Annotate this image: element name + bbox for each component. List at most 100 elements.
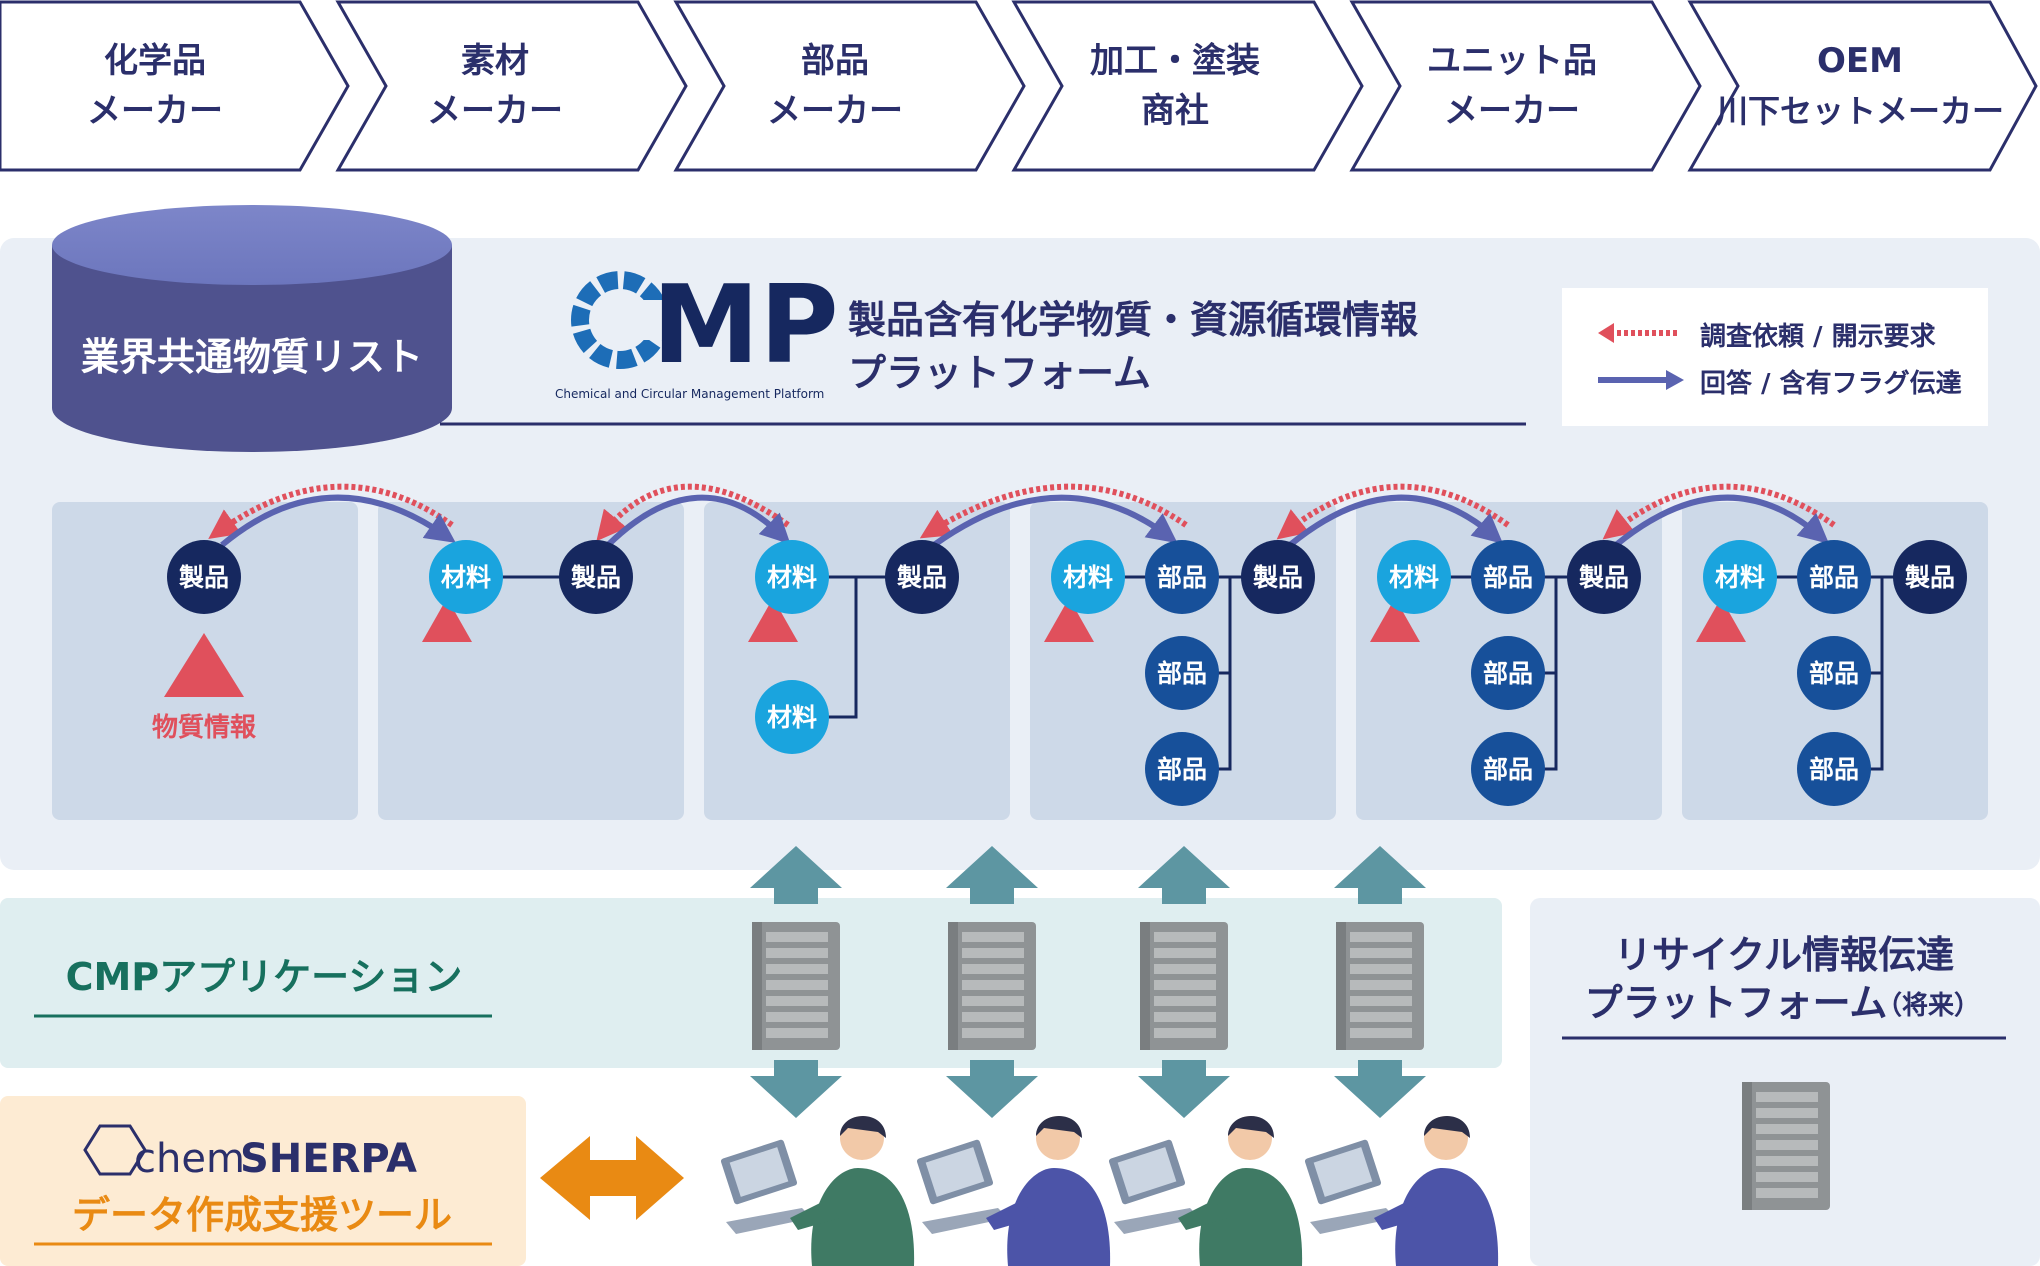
node-part: 部品 bbox=[1797, 636, 1871, 710]
request-arc bbox=[1602, 483, 1836, 540]
chevron-label-1: 素材 bbox=[461, 41, 529, 81]
substance-info-label: 物質情報 bbox=[152, 713, 257, 743]
recycle-future-note: （将来） bbox=[1876, 991, 1980, 1021]
node-label: 製品 bbox=[1252, 563, 1303, 592]
up-arrow-icon bbox=[750, 846, 842, 904]
flow-arcs bbox=[208, 483, 1836, 548]
substance-triangle-icon bbox=[1370, 598, 1420, 642]
node-label: 材料 bbox=[1389, 563, 1439, 592]
chemsherpa-brand-bold: SHERPA bbox=[240, 1136, 417, 1182]
node-label: 材料 bbox=[767, 563, 817, 592]
server-icon bbox=[948, 922, 1036, 1050]
node-label: 部品 bbox=[1809, 563, 1859, 592]
user-with-laptop-icon bbox=[720, 1116, 915, 1266]
node-label: 製品 bbox=[570, 563, 621, 592]
up-arrow-icon bbox=[1334, 846, 1426, 904]
chevron-label-2: 川下セットメーカー bbox=[1716, 92, 2004, 130]
node-part: 部品 bbox=[1471, 732, 1545, 806]
down-arrow-icon bbox=[1334, 1060, 1426, 1118]
platform-title-line1: 製品含有化学物質・資源循環情報 bbox=[848, 298, 1418, 342]
down-arrow-icon bbox=[946, 1060, 1038, 1118]
user-with-laptop-icon bbox=[916, 1116, 1111, 1266]
user-with-laptop-icon bbox=[1304, 1116, 1499, 1266]
chevron-label-2: メーカー bbox=[1444, 91, 1580, 131]
server-icon bbox=[752, 922, 840, 1050]
cmp-app-title: CMPアプリケーション bbox=[66, 955, 463, 999]
chevron-parts-maker: 部品 メーカー bbox=[673, 0, 1026, 172]
stage-panel bbox=[378, 502, 684, 820]
node-product: 製品 bbox=[1893, 540, 1967, 614]
cmp-logo-subtitle: Chemical and Circular Management Platfor… bbox=[555, 387, 824, 401]
node-material: 材料 bbox=[429, 540, 503, 614]
hexagon-icon bbox=[83, 1124, 147, 1176]
node-label: 製品 bbox=[178, 563, 229, 592]
chevron-label-1: 加工・塗装 bbox=[1090, 41, 1260, 81]
node-label: 部品 bbox=[1483, 563, 1533, 592]
node-label: 製品 bbox=[1904, 563, 1955, 592]
chevron-label-1: OEM bbox=[1817, 41, 1903, 81]
chevron-label-1: 部品 bbox=[801, 41, 869, 81]
up-arrow-icon bbox=[946, 846, 1038, 904]
node-product: 製品 bbox=[167, 540, 241, 614]
node-label: 材料 bbox=[1063, 563, 1113, 592]
exchange-arrow-icon bbox=[540, 1136, 684, 1220]
node-part: 部品 bbox=[1471, 540, 1545, 614]
answer-arc bbox=[1614, 494, 1830, 548]
node-label: 部品 bbox=[1157, 563, 1207, 592]
substance-triangles bbox=[164, 598, 1746, 697]
node-label: 材料 bbox=[441, 563, 491, 592]
server-icon bbox=[1742, 1082, 1830, 1210]
node-material: 材料 bbox=[1051, 540, 1125, 614]
chevron-label-1: 化学品 bbox=[104, 41, 206, 81]
request-arc bbox=[919, 483, 1188, 539]
supply-chain: 化学品 メーカー 素材 メーカー 部品 メーカー 加工・塗装 商社 ユニット品 … bbox=[0, 0, 2038, 172]
answer-arc bbox=[220, 494, 456, 548]
cmp-app-band bbox=[0, 898, 1502, 1068]
legend-request: 調査依頼 / 開示要求 bbox=[1700, 321, 1936, 352]
node-label: 製品 bbox=[896, 563, 947, 592]
node-label: 材料 bbox=[1715, 563, 1765, 592]
chevron-label-1: ユニット品 bbox=[1427, 41, 1597, 81]
user-with-laptop-icon bbox=[1108, 1116, 1303, 1266]
node-part: 部品 bbox=[1797, 540, 1871, 614]
request-arc bbox=[208, 483, 454, 539]
answer-arc bbox=[605, 494, 791, 548]
chevron-oem: OEM 川下セットメーカー bbox=[1687, 0, 2038, 172]
chevron-label-2: 商社 bbox=[1141, 91, 1209, 131]
node-label: 部品 bbox=[1483, 659, 1533, 688]
substance-triangle-icon bbox=[1044, 598, 1094, 642]
chevron-chemical-maker: 化学品 メーカー bbox=[0, 0, 350, 172]
node-product: 製品 bbox=[885, 540, 959, 614]
node-label: 部品 bbox=[1157, 755, 1207, 784]
node-material: 材料 bbox=[1377, 540, 1451, 614]
chevron-label-2: メーカー bbox=[87, 91, 223, 131]
sync-arrows bbox=[750, 846, 1426, 1118]
node-label: 製品 bbox=[1578, 563, 1629, 592]
chevron-label-2: メーカー bbox=[767, 91, 903, 131]
chemsherpa-tool-label: データ作成支援ツール bbox=[72, 1193, 452, 1237]
substance-triangle-icon bbox=[1696, 598, 1746, 642]
recycle-title-line2: プラットフォーム bbox=[1585, 981, 1888, 1025]
chemsherpa-brand-light: chem bbox=[134, 1136, 245, 1182]
substance-triangle-icon bbox=[164, 633, 244, 697]
substance-list-label: 業界共通物質リスト bbox=[81, 335, 423, 379]
substance-list-database: 業界共通物質リスト bbox=[52, 205, 452, 452]
node-part: 部品 bbox=[1471, 636, 1545, 710]
users bbox=[720, 1116, 1499, 1266]
chevron-label-2: メーカー bbox=[427, 91, 563, 131]
node-part: 部品 bbox=[1145, 540, 1219, 614]
answer-arc bbox=[1288, 494, 1504, 548]
down-arrow-icon bbox=[1138, 1060, 1230, 1118]
node-product: 製品 bbox=[1241, 540, 1315, 614]
node-material: 材料 bbox=[1703, 540, 1777, 614]
legend: 調査依頼 / 開示要求 回答 / 含有フラグ伝達 bbox=[1562, 288, 1988, 426]
node-material: 材料 bbox=[755, 540, 829, 614]
node-label: 部品 bbox=[1809, 755, 1859, 784]
node-part: 部品 bbox=[1145, 636, 1219, 710]
node-label: 部品 bbox=[1809, 659, 1859, 688]
chevron-unit-maker: ユニット品 メーカー bbox=[1349, 0, 1702, 172]
chevron-processing-trading: 加工・塗装 商社 bbox=[1011, 0, 1364, 172]
node-part: 部品 bbox=[1797, 732, 1871, 806]
chemsherpa-panel bbox=[0, 1096, 526, 1266]
node-material: 材料 bbox=[755, 680, 829, 754]
